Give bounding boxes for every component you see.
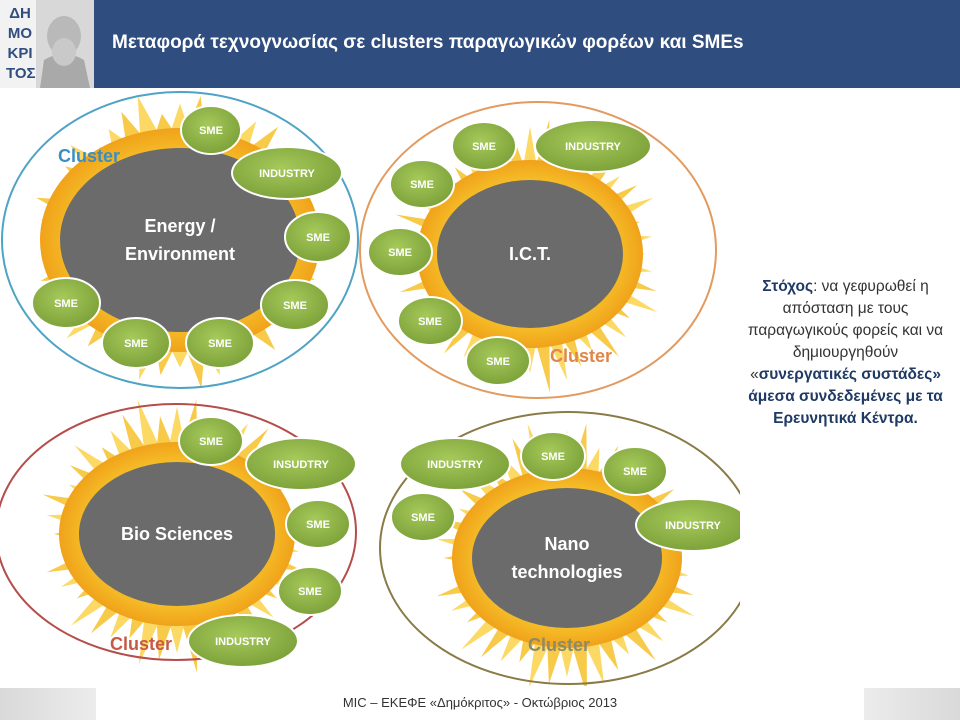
cluster-label: Cluster bbox=[110, 634, 172, 654]
node-label: SME bbox=[306, 232, 330, 244]
page-title: Μεταφορά τεχνογνωσίας σε clusters παραγω… bbox=[112, 32, 744, 53]
sun-ray bbox=[534, 335, 550, 393]
sun-ray bbox=[156, 416, 173, 449]
node-bubble bbox=[465, 336, 531, 386]
footer-left-bar bbox=[0, 688, 96, 720]
cluster-core bbox=[437, 180, 623, 328]
cluster-group: Energy /EnvironmentClusterSMEINDUSTRYSME… bbox=[1, 91, 359, 389]
node-label: SME bbox=[54, 298, 78, 310]
sun-ray bbox=[571, 641, 587, 686]
node-label: SME bbox=[208, 338, 232, 350]
goal-text: Στόχος: να γεφυρωθεί η απόσταση με τους … bbox=[738, 276, 953, 430]
democritus-portrait-icon bbox=[36, 0, 94, 88]
goal-highlight: συνεργατικές συστάδες» άμεσα συνδεδεμένε… bbox=[748, 366, 943, 427]
node-bubble bbox=[277, 566, 343, 616]
node-bubble bbox=[390, 492, 456, 542]
sun-ray bbox=[547, 641, 563, 685]
node-bubble bbox=[260, 279, 330, 331]
cluster-label: Cluster bbox=[550, 346, 612, 366]
cluster-label: Cluster bbox=[528, 635, 590, 655]
footer-text: MIC – ΕΚΕΦΕ «Δημόκριτος» - Οκτώβριος 201… bbox=[342, 695, 618, 710]
cluster-center-label: Bio Sciences bbox=[121, 524, 233, 544]
node-bubble bbox=[178, 416, 244, 466]
node-bubble bbox=[397, 296, 463, 346]
cluster-label: Cluster bbox=[58, 146, 120, 166]
node-bubble bbox=[520, 431, 586, 481]
cluster-core bbox=[472, 488, 662, 628]
node-label: SME bbox=[418, 316, 442, 328]
node-label: SME bbox=[199, 436, 223, 448]
sun-ray bbox=[156, 619, 173, 661]
sun-ray bbox=[137, 96, 160, 140]
node-label: SME bbox=[298, 586, 322, 598]
cluster-core bbox=[60, 148, 300, 332]
node-bubble bbox=[185, 317, 255, 369]
node-label: SME bbox=[124, 338, 148, 350]
node-label: INDUSTRY bbox=[427, 459, 483, 471]
cluster-ring bbox=[379, 411, 740, 685]
node-label: INDUSTRY bbox=[665, 520, 721, 532]
node-bubble bbox=[389, 159, 455, 209]
goal-intro: : να γεφυρωθεί η απόσταση με τους παραγω… bbox=[747, 278, 944, 361]
cluster-center-label: Energy / bbox=[144, 216, 215, 236]
node-bubble bbox=[367, 227, 433, 277]
cluster-center-label: technologies bbox=[511, 562, 622, 582]
sun-ray bbox=[137, 399, 160, 452]
goal-label: Στόχος bbox=[762, 278, 814, 295]
cluster-center-label: Environment bbox=[125, 244, 235, 264]
node-bubble bbox=[451, 121, 517, 171]
node-bubble bbox=[31, 277, 101, 329]
node-label: SME bbox=[306, 519, 330, 531]
node-label: SME bbox=[199, 125, 223, 137]
cluster-center-label: Nano bbox=[545, 534, 590, 554]
node-bubble bbox=[635, 498, 740, 552]
clusters-diagram: Energy /EnvironmentClusterSMEINDUSTRYSME… bbox=[0, 91, 740, 686]
goal-open-quote: « bbox=[750, 366, 759, 383]
node-bubble bbox=[285, 499, 351, 549]
node-bubble bbox=[187, 614, 299, 668]
node-label: INDUSTRY bbox=[215, 636, 271, 648]
cluster-core bbox=[79, 462, 275, 606]
node-bubble bbox=[101, 317, 171, 369]
sun-ray bbox=[138, 616, 160, 665]
sun-ray bbox=[170, 347, 190, 368]
node-label: SME bbox=[541, 451, 565, 463]
node-label: SME bbox=[472, 141, 496, 153]
cluster-ring bbox=[359, 101, 717, 399]
node-bubble bbox=[534, 119, 652, 173]
node-label: SME bbox=[623, 466, 647, 478]
cluster-ring bbox=[1, 91, 359, 389]
sun-ray bbox=[522, 126, 538, 171]
node-label: SME bbox=[411, 512, 435, 524]
node-label: SME bbox=[388, 247, 412, 259]
footer: MIC – ΕΚΕΦΕ «Δημόκριτος» - Οκτώβριος 201… bbox=[0, 688, 960, 720]
sun-ray bbox=[559, 643, 575, 677]
node-bubble bbox=[602, 446, 668, 496]
sun-ray bbox=[583, 637, 605, 685]
node-label: INDUSTRY bbox=[565, 141, 621, 153]
cluster-center-label: I.C.T. bbox=[509, 244, 551, 264]
node-label: SME bbox=[283, 300, 307, 312]
node-label: INDUSTRY bbox=[259, 168, 315, 180]
footer-right-bar bbox=[864, 688, 960, 720]
cluster-ring bbox=[0, 403, 357, 661]
node-bubble bbox=[399, 437, 511, 491]
sun-ray bbox=[529, 637, 551, 686]
node-bubble bbox=[231, 146, 343, 200]
node-label: INSUDTRY bbox=[273, 459, 329, 471]
node-label: SME bbox=[410, 179, 434, 191]
node-label: SME bbox=[486, 356, 510, 368]
sun-ray bbox=[169, 621, 185, 653]
node-bubble bbox=[245, 437, 357, 491]
node-bubble bbox=[180, 105, 242, 155]
node-bubble bbox=[284, 211, 352, 263]
